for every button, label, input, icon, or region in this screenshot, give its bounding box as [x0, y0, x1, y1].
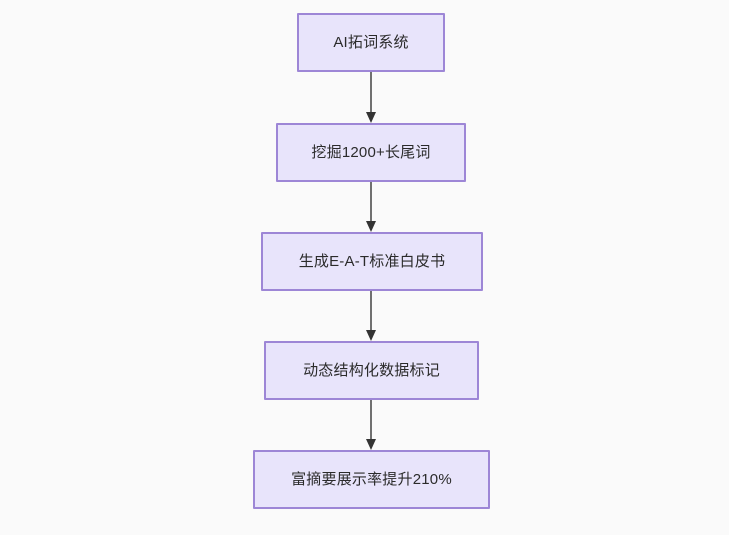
flowchart-node-n4[interactable]: 动态结构化数据标记 [264, 341, 479, 400]
flowchart-node-n2[interactable]: 挖掘1200+长尾词 [276, 123, 466, 182]
flowchart-node-label: 挖掘1200+长尾词 [311, 144, 431, 161]
flowchart-node-label: 富摘要展示率提升210% [291, 471, 452, 488]
flowchart-node-n5[interactable]: 富摘要展示率提升210% [253, 450, 490, 509]
flowchart-node-label: 动态结构化数据标记 [303, 362, 440, 379]
flowchart-arrow-connector [366, 72, 376, 123]
flowchart-node-n1[interactable]: AI拓词系统 [297, 13, 445, 72]
flowchart-arrow-connector [366, 291, 376, 341]
flowchart-node-label: 生成E-A-T标准白皮书 [298, 253, 446, 270]
flowchart-node-label: AI拓词系统 [333, 34, 409, 51]
flowchart-arrow-connector [366, 182, 376, 232]
flowchart-arrow-connector [366, 400, 376, 450]
flowchart-node-n3[interactable]: 生成E-A-T标准白皮书 [261, 232, 483, 291]
